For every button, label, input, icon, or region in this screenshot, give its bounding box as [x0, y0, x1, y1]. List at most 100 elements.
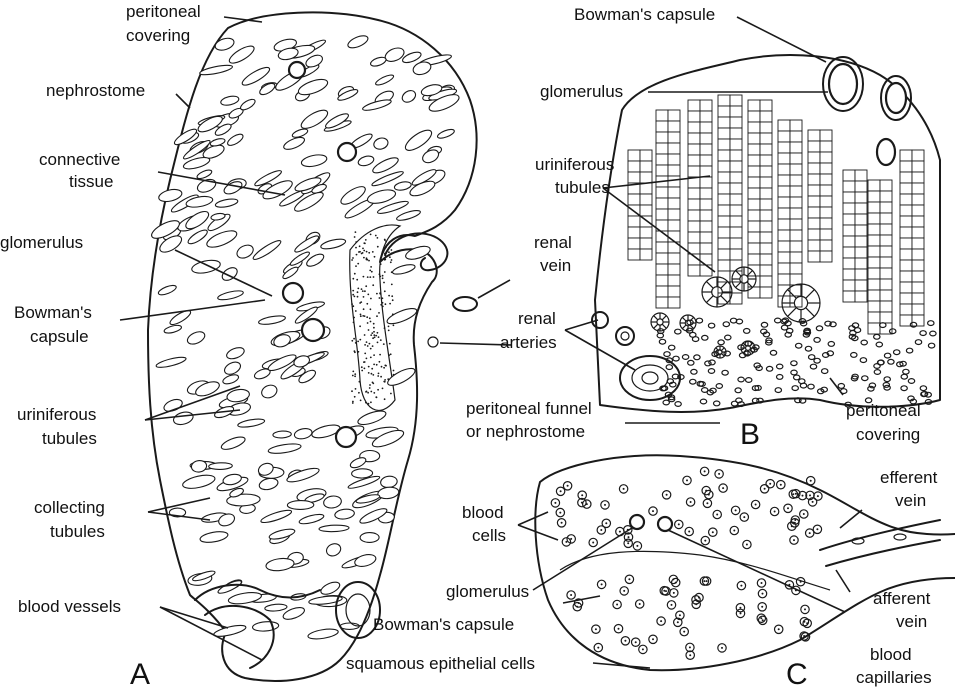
stipple-dot — [355, 247, 357, 249]
stipple-dot — [351, 303, 353, 305]
epithelial-cell — [843, 291, 855, 302]
stipple-dot — [378, 336, 380, 338]
loose-cell — [791, 370, 797, 375]
stipple-dot — [370, 334, 372, 336]
epithelial-cell — [855, 203, 867, 214]
tubule — [268, 442, 302, 455]
loose-cell — [682, 355, 688, 360]
epithelial-cell — [880, 257, 892, 268]
label-a-peritoneal-covering-1: peritoneal — [126, 2, 201, 21]
blood-cell-nucleus — [690, 501, 692, 503]
stipple-dot — [368, 252, 370, 254]
epithelial-cell — [688, 199, 700, 210]
epithelial-cell — [880, 246, 892, 257]
epithelial-cell — [820, 152, 832, 163]
loose-cell — [894, 350, 900, 355]
stipple-dot — [377, 237, 379, 239]
renal-vein-section — [453, 297, 477, 311]
stipple-dot — [377, 375, 379, 377]
stipple-dot — [388, 326, 390, 328]
epithelial-cell — [912, 238, 924, 249]
epithelial-cell — [668, 220, 680, 231]
epithelial-cell — [760, 100, 772, 111]
blood-cell-nucleus — [743, 516, 745, 518]
stipple-dot — [351, 390, 353, 392]
stipple-dot — [372, 284, 374, 286]
label-b-peritoneal-funnel-2: or nephrostome — [466, 422, 585, 441]
stipple-dot — [363, 276, 365, 278]
loose-cell — [822, 369, 828, 374]
tubule — [222, 373, 240, 386]
loose-cell — [908, 379, 914, 384]
epithelial-cell — [778, 175, 790, 186]
epithelial-cell — [730, 117, 742, 128]
stipple-dot — [358, 392, 360, 394]
blood-cell-nucleus — [791, 525, 793, 527]
label-a-nephrostome: nephrostome — [46, 81, 145, 100]
blood-cell-nucleus — [722, 487, 724, 489]
loose-cell — [884, 353, 890, 358]
blood-cell-nucleus — [792, 493, 794, 495]
tubule-lumen — [657, 319, 663, 325]
blood-cell-nucleus — [740, 612, 742, 614]
epithelial-cell — [700, 265, 712, 276]
blood-cell-nucleus — [704, 470, 706, 472]
stipple-dot — [388, 330, 390, 332]
blood-cell-nucleus — [716, 514, 718, 516]
loose-cell — [673, 356, 679, 361]
afferent-nucleus-2 — [894, 534, 906, 540]
epithelial-cell — [843, 280, 855, 291]
epithelial-cell — [656, 253, 668, 264]
epithelial-cell — [778, 164, 790, 175]
loose-cell — [808, 384, 814, 389]
blood-cell-nucleus — [810, 480, 812, 482]
blood-cell-nucleus — [675, 582, 677, 584]
loose-cell — [702, 388, 708, 393]
epithelial-cell — [688, 265, 700, 276]
stipple-dot — [372, 374, 374, 376]
epithelial-cell — [628, 161, 640, 172]
blood-cell-nucleus — [560, 490, 562, 492]
tubule — [287, 500, 314, 509]
stipple-dot — [362, 252, 364, 254]
epithelial-cell — [656, 143, 668, 154]
blood-cell-nucleus — [663, 590, 665, 592]
epithelial-cell — [688, 188, 700, 199]
epithelial-cell — [912, 205, 924, 216]
epithelial-cell — [668, 198, 680, 209]
stipple-dot — [391, 252, 393, 254]
epithelial-cell — [656, 242, 668, 253]
epithelial-cell — [900, 249, 912, 260]
epithelial-cell — [760, 188, 772, 199]
epithelial-cell — [900, 172, 912, 183]
stipple-dot — [370, 348, 372, 350]
tubule — [191, 460, 208, 473]
stipple-dot — [391, 284, 393, 286]
epithelial-cell — [778, 142, 790, 153]
stipple-dot — [373, 327, 375, 329]
stipple-dot — [384, 239, 386, 241]
stipple-dot — [376, 364, 378, 366]
epithelial-cell — [808, 251, 820, 262]
epithelial-cell — [912, 183, 924, 194]
epithelial-cell — [688, 111, 700, 122]
epithelial-cell — [912, 271, 924, 282]
epithelial-cell — [718, 150, 730, 161]
epithelial-cell — [688, 133, 700, 144]
label-c-glomerulus: glomerulus — [446, 582, 529, 601]
epithelial-cell — [790, 241, 802, 252]
stipple-dot — [353, 322, 355, 324]
epithelial-cell — [820, 251, 832, 262]
epithelial-cell — [808, 185, 820, 196]
epithelial-cell — [730, 150, 742, 161]
blood-cell-nucleus — [762, 593, 764, 595]
stipple-dot — [366, 358, 368, 360]
renal-artery-b2 — [616, 327, 634, 345]
tubule — [214, 36, 236, 52]
stipple-dot — [389, 303, 391, 305]
epithelial-cell — [790, 153, 802, 164]
epithelial-cell — [778, 219, 790, 230]
stipple-dot — [384, 271, 386, 273]
tubule — [346, 33, 369, 50]
epithelial-cell — [778, 186, 790, 197]
